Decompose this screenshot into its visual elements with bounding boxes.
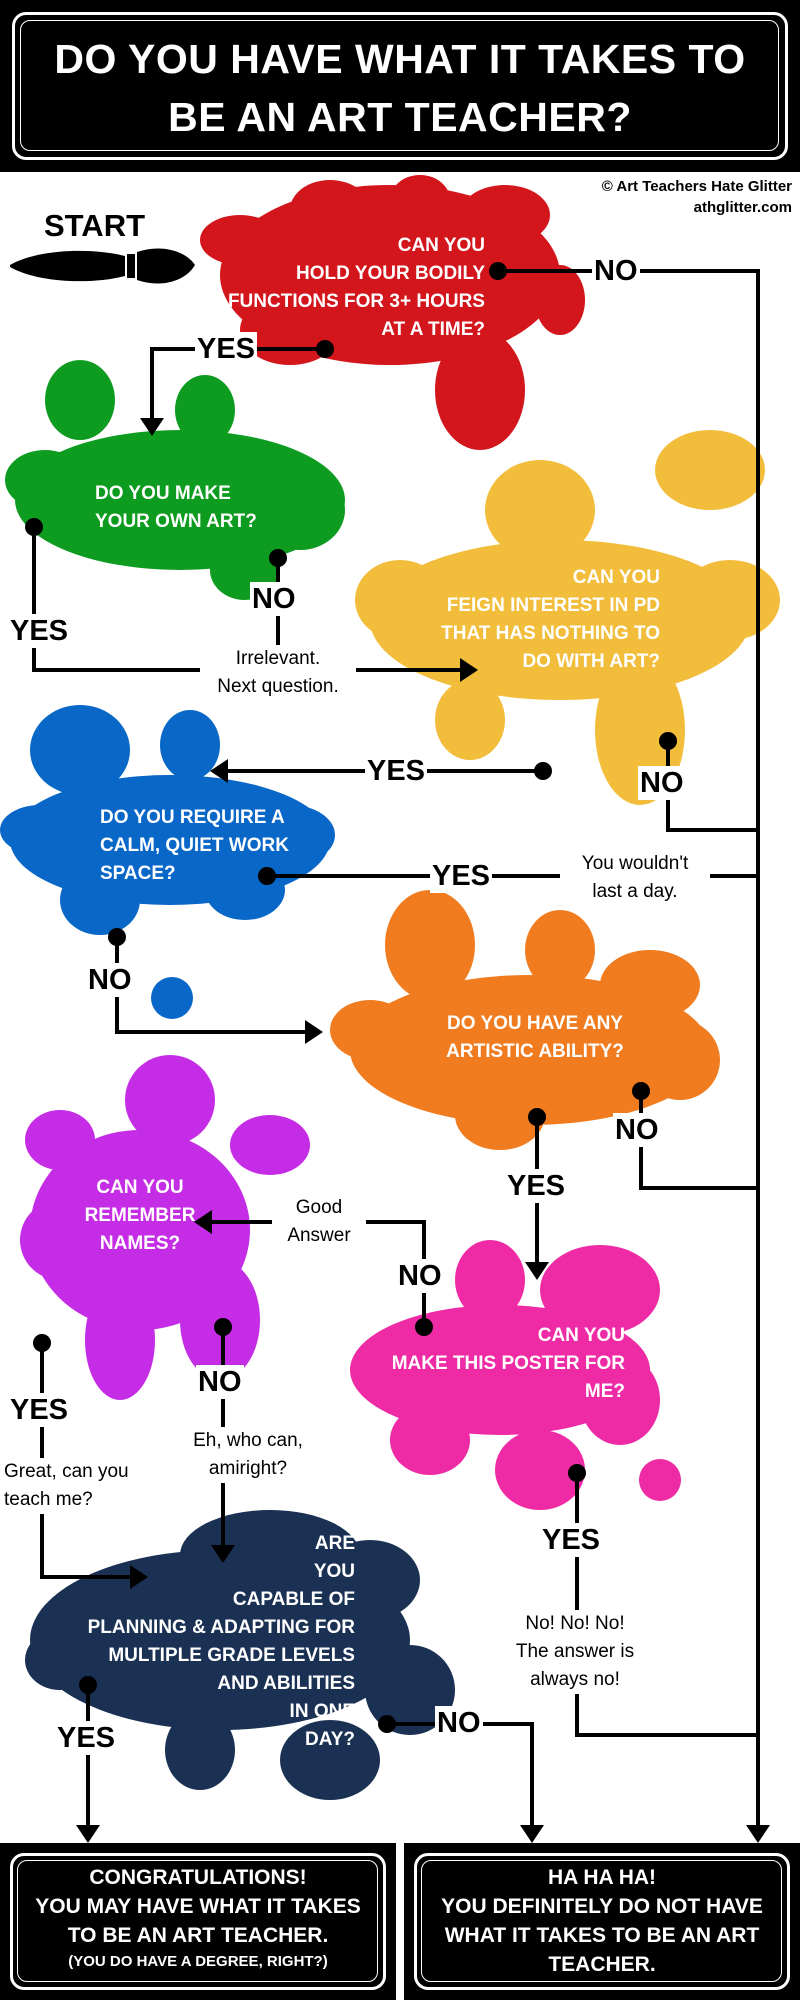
question-bodily-functions: CAN YOU HOLD YOUR BODILY FUNCTIONS FOR 3… (215, 232, 485, 344)
note-great-teach: Great, can you teach me? (4, 1458, 150, 1514)
question-text: ARE YOU CAPABLE OF PLANNING & ADAPTING F… (87, 1533, 355, 1750)
label-q8-yes: YES (55, 1721, 118, 1755)
question-text: DO YOU REQUIRE A CALM, QUIET WORK SPACE? (100, 807, 289, 884)
label-q3-yes: YES (365, 754, 428, 788)
pink-dot (639, 1459, 681, 1501)
splat-yellow (355, 430, 780, 805)
question-text: DO YOU MAKE YOUR OWN ART? (95, 483, 257, 532)
result-line-1: HA HA HA! (547, 1866, 657, 1889)
label-q5-no: NO (613, 1113, 661, 1147)
note-who-can: Eh, who can, amiright? (178, 1427, 318, 1483)
label-q5-yes: YES (505, 1169, 568, 1203)
note-wouldnt-last: You wouldn't last a day. (560, 850, 710, 906)
splat-blue (0, 705, 335, 935)
result-frame-inner (17, 1860, 378, 1982)
credit-line-1: © Art Teachers Hate Glitter (601, 178, 792, 195)
arrowheads (76, 418, 770, 1843)
result-line-3: TO BE AN ART TEACHER. (67, 1924, 329, 1947)
result-frame-inner (421, 1860, 782, 1982)
question-quiet-space: DO YOU REQUIRE A CALM, QUIET WORK SPACE? (100, 804, 320, 888)
question-text: DO YOU HAVE ANY ARTISTIC ABILITY? (446, 1013, 624, 1062)
question-feign-interest: CAN YOU FEIGN INTEREST IN PD THAT HAS NO… (410, 564, 660, 676)
title-line-1: DO YOU HAVE WHAT IT TAKES TO (54, 36, 746, 82)
label-q6-yes: YES (8, 1393, 71, 1427)
question-artistic-ability: DO YOU HAVE ANY ARTISTIC ABILITY? (420, 1010, 650, 1066)
question-text: CAN YOU HOLD YOUR BODILY FUNCTIONS FOR 3… (227, 235, 485, 340)
credit: © Art Teachers Hate Glitter athglitter.c… (602, 176, 792, 218)
label-q7-no: NO (396, 1259, 444, 1293)
result-line-4: (YOU DO HAVE A DEGREE, RIGHT?) (68, 1953, 328, 1970)
question-remember-names: CAN YOU REMEMBER NAMES? (55, 1174, 225, 1258)
splat-navy (25, 1510, 455, 1800)
result-line-2: YOU MAY HAVE WHAT IT TAKES (35, 1895, 361, 1918)
label-q1-yes: YES (195, 332, 258, 366)
label-q3-no: NO (638, 766, 686, 800)
label-q4-no: NO (86, 963, 134, 997)
splat-orange (330, 890, 720, 1150)
result-may-have-text: CONGRATULATIONS! YOU MAY HAVE WHAT IT TA… (0, 1863, 396, 1974)
splat-pink (350, 1240, 660, 1510)
question-make-art: DO YOU MAKE YOUR OWN ART? (95, 480, 295, 536)
header-banner: DO YOU HAVE WHAT IT TAKES TO BE AN ART T… (0, 0, 800, 172)
label-q6-no: NO (196, 1365, 244, 1399)
credit-url: athglitter.com (693, 199, 792, 216)
result-line-2: YOU DEFINITELY DO NOT HAVE (441, 1895, 763, 1918)
label-q7-yes: YES (540, 1523, 603, 1557)
connector-dots (25, 262, 677, 1733)
question-make-poster: CAN YOU MAKE THIS POSTER FOR ME? (360, 1322, 625, 1406)
result-do-not-have-text: HA HA HA! YOU DEFINITELY DO NOT HAVE WHA… (404, 1863, 800, 1979)
label-q1-no: NO (592, 254, 640, 288)
result-line-3: WHAT IT TAKES TO BE AN ART (444, 1924, 760, 1947)
note-good-answer: Good Answer (272, 1194, 366, 1250)
label-q2-no: NO (250, 582, 298, 616)
label-q8-no: NO (435, 1706, 483, 1740)
result-frame (414, 1853, 790, 1990)
splat-red (200, 175, 585, 450)
paintbrush-icon (10, 248, 195, 284)
note-irrelevant: Irrelevant. Next question. (200, 645, 356, 701)
header-frame (12, 12, 788, 160)
question-text: CAN YOU REMEMBER NAMES? (84, 1177, 196, 1254)
question-text: CAN YOU MAKE THIS POSTER FOR ME? (391, 1325, 625, 1402)
page-title: DO YOU HAVE WHAT IT TAKES TO BE AN ART T… (0, 30, 800, 146)
note-no-no-no: No! No! No! The answer is always no! (500, 1610, 650, 1694)
label-q4-yes: YES (430, 859, 493, 893)
splat-purple (20, 1055, 310, 1400)
header-frame-inner (20, 20, 779, 151)
result-line-4: TEACHER. (548, 1953, 656, 1976)
label-q2-yes: YES (8, 614, 71, 648)
start-label: START (44, 208, 146, 243)
title-line-2: BE AN ART TEACHER? (168, 94, 632, 140)
blue-dot (151, 977, 193, 1019)
result-do-not-have-box: HA HA HA! YOU DEFINITELY DO NOT HAVE WHA… (404, 1843, 800, 2000)
result-frame (10, 1853, 386, 1990)
question-planning-adapting: ARE YOU CAPABLE OF PLANNING & ADAPTING F… (45, 1530, 355, 1754)
result-line-1: CONGRATULATIONS! (89, 1866, 307, 1889)
result-may-have-box: CONGRATULATIONS! YOU MAY HAVE WHAT IT TA… (0, 1843, 396, 2000)
question-text: CAN YOU FEIGN INTEREST IN PD THAT HAS NO… (441, 567, 660, 672)
splat-green (5, 360, 345, 600)
